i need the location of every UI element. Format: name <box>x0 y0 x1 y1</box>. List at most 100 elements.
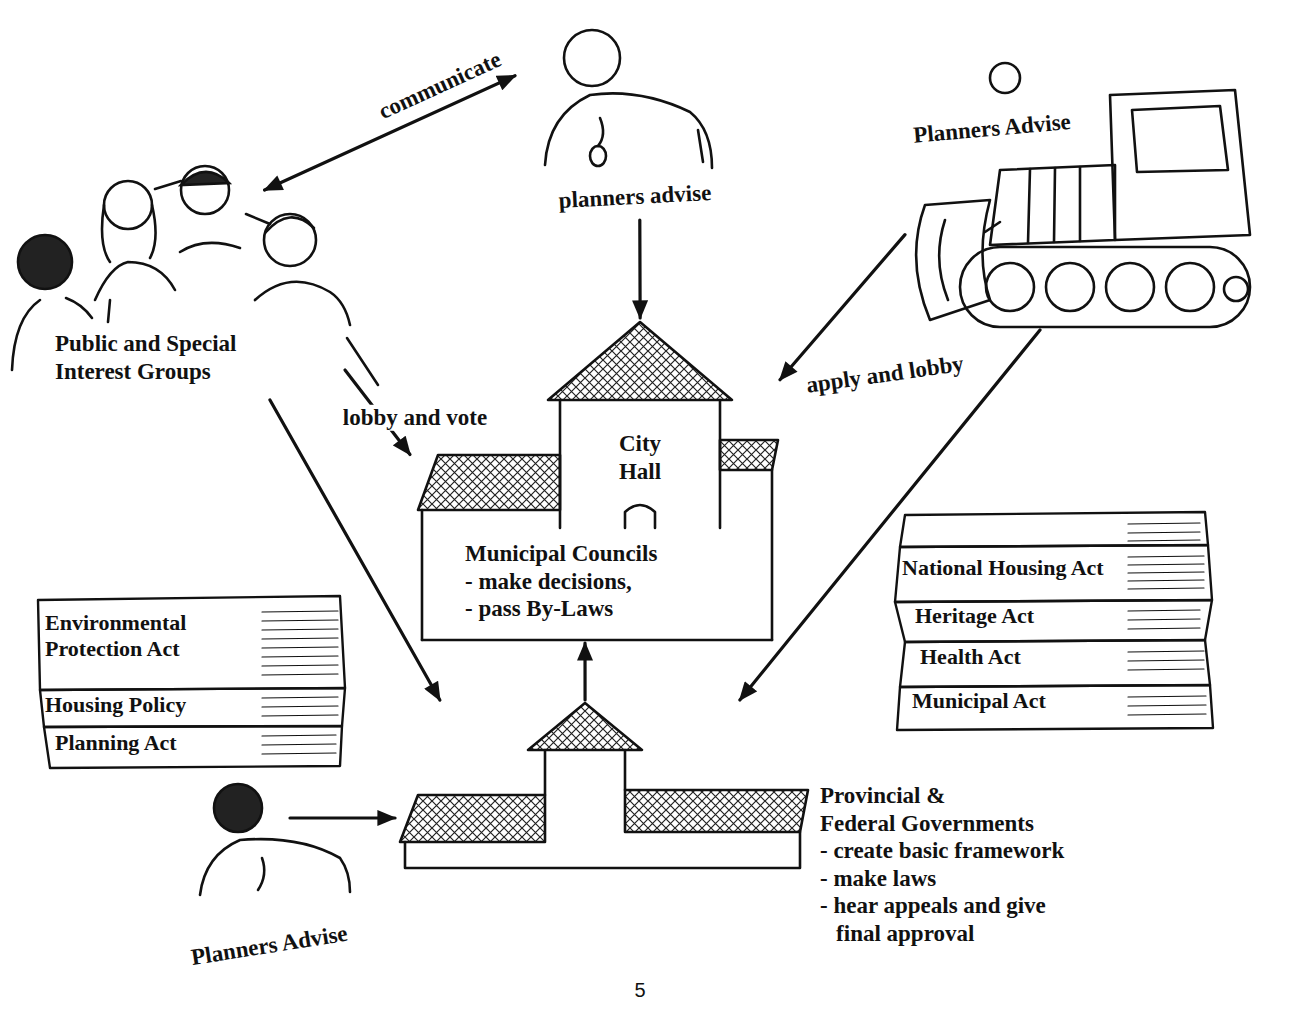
person-body <box>108 300 110 322</box>
node-text: Planners Advise <box>189 910 411 972</box>
tower-roof <box>548 322 732 400</box>
bulldozer-figure: Planners Advise <box>905 65 1280 330</box>
book-stack: National Housing ActHeritage ActHealth A… <box>890 510 1215 732</box>
flow-arrow <box>290 816 395 819</box>
tower-roof <box>528 703 642 750</box>
person-cap <box>266 217 314 232</box>
node-text: Public and Special Interest Groups <box>55 330 295 385</box>
tower-wall <box>560 400 720 528</box>
city-hall-drawing <box>418 322 778 640</box>
flow-arrow <box>270 400 440 700</box>
text-line: Federal Governments <box>820 810 1090 838</box>
person-hair <box>150 205 156 258</box>
flow-arrow <box>265 76 515 190</box>
arrow-label: communicate <box>371 45 509 127</box>
building-door <box>625 505 655 528</box>
planner-arm <box>258 858 264 890</box>
text-line: - create basic framework <box>820 837 1090 865</box>
person-cap <box>246 214 270 224</box>
arrow-label: apply and lobby <box>801 350 970 399</box>
person-cap <box>155 181 181 189</box>
bulldozer-hood <box>990 165 1115 245</box>
text-line: Municipal Councils <box>465 540 735 568</box>
person-body <box>180 243 240 252</box>
track-wheel <box>1106 263 1154 311</box>
person-head <box>104 181 152 229</box>
book-pages <box>262 735 336 754</box>
person-body <box>255 282 350 325</box>
wing-wall <box>771 470 774 640</box>
book-drawing <box>895 512 1213 730</box>
wing-roof <box>400 795 545 842</box>
page-number: 5 <box>634 978 645 1002</box>
government-building: Provincial & Federal Governments - creat… <box>395 700 810 870</box>
book-drawing <box>38 596 345 768</box>
flow-arrow <box>583 643 586 700</box>
arrow-label: lobby and vote <box>339 405 491 431</box>
wing-roof <box>418 455 560 510</box>
track-wheel <box>986 263 1034 311</box>
text-line: Provincial & <box>820 782 1090 810</box>
node-text: National Housing Act <box>902 555 1122 581</box>
book <box>38 596 345 690</box>
city-hall-building: City HallMunicipal Councils - make decis… <box>410 318 780 643</box>
node-text: Planning Act <box>55 730 255 756</box>
book-stack: Environmental Protection ActHousing Poli… <box>35 595 345 770</box>
book-pages <box>262 611 338 675</box>
track-wheel <box>1166 263 1214 311</box>
book-pages <box>1128 610 1200 629</box>
wing-roof <box>625 790 808 832</box>
driver-head <box>990 63 1020 93</box>
person-head <box>181 166 229 214</box>
planner-drawing <box>200 784 350 895</box>
person-head <box>264 214 316 266</box>
person-body <box>95 262 175 300</box>
bulldozer-blade <box>939 220 948 300</box>
node-text: Environmental Protection Act <box>45 610 255 663</box>
person-body <box>12 300 40 370</box>
bulldozer-hood <box>1028 167 1080 243</box>
flow-arrow <box>638 220 642 318</box>
government-drawing <box>400 703 808 868</box>
book <box>900 512 1208 547</box>
node-text: Housing Policy <box>45 692 255 718</box>
node-text: City Hall <box>600 430 680 485</box>
tower-wall <box>545 750 625 795</box>
planner-body <box>200 839 350 895</box>
node-text: Planners Advise <box>912 104 1114 149</box>
person-hair <box>102 205 110 262</box>
bulldozer-track <box>960 247 1250 327</box>
book <box>44 726 342 768</box>
text-line: - pass By-Laws <box>465 595 735 623</box>
wing-wall <box>421 510 424 640</box>
wing-roof <box>720 440 778 470</box>
person-head <box>18 235 72 289</box>
book <box>900 640 1210 687</box>
node-text: Provincial & Federal Governments - creat… <box>820 782 1090 948</box>
interest-group-figure: Public and Special Interest Groups <box>10 190 345 400</box>
book <box>895 600 1212 642</box>
book-pages <box>1128 523 1200 541</box>
node-text: Heritage Act <box>915 603 1115 629</box>
planner-figure: planners advise <box>515 25 755 220</box>
node-text: Municipal Act <box>912 688 1112 714</box>
text-line: - make decisions, <box>465 568 735 596</box>
text-line: - hear appeals and give final approval <box>820 892 1090 947</box>
text-line: - make laws <box>820 865 1090 893</box>
building-wall <box>405 832 800 868</box>
planner-head <box>564 30 620 86</box>
bulldozer-blade <box>916 200 990 320</box>
building-base <box>422 639 772 642</box>
book <box>895 545 1212 602</box>
planner-drawing <box>545 30 712 168</box>
flow-arrow <box>780 235 905 380</box>
book-pages <box>1128 651 1204 670</box>
person-body <box>66 298 92 318</box>
bulldozer-drawing <box>916 63 1250 327</box>
bulldozer-window <box>1132 106 1228 172</box>
book-pages <box>1128 556 1204 589</box>
